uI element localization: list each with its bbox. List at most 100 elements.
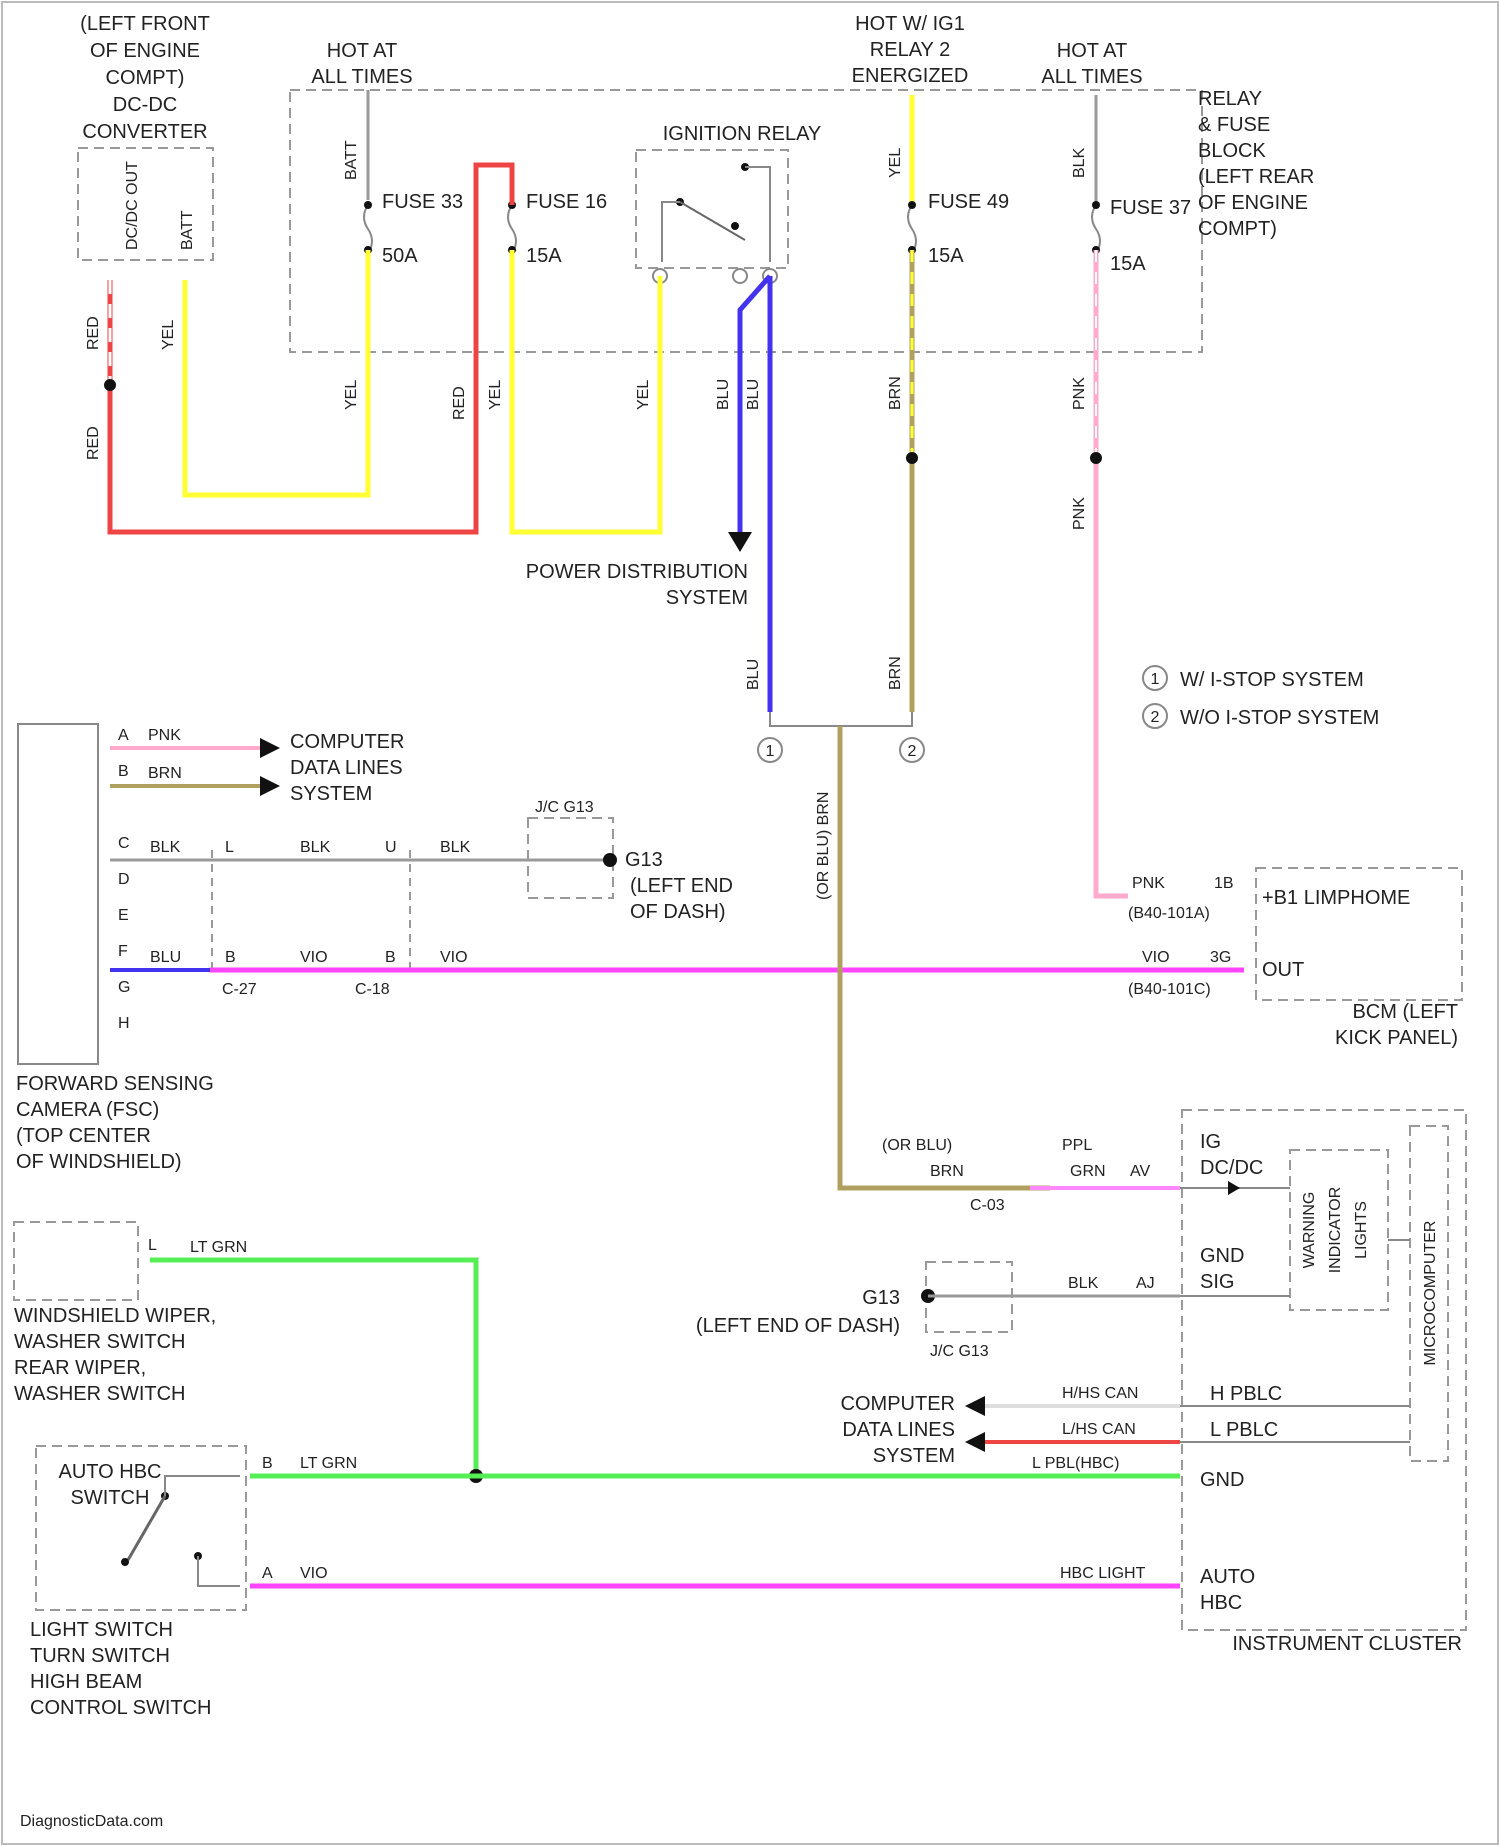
legend-num-2: 2 [1151,709,1160,726]
fuse-33-amp: 50A [382,245,418,267]
fsc-label-4: OF WINDSHIELD) [16,1151,182,1173]
hot-at-all-times-1-line2: ALL TIMES [311,66,412,88]
fuse-16-symbol [508,205,516,253]
fuse-33: FUSE 33 50A [364,191,463,267]
fsc-pin-b: B [118,763,129,780]
relay-block-label-2: & FUSE [1198,114,1270,136]
g13-ground-2: BLK AJ G13 (LEFT END OF DASH) J/C G13 [696,1262,1180,1360]
green-wire-label-3: L PBL(HBC) [1032,1455,1119,1472]
bcm-label-2: KICK PANEL) [1335,1027,1458,1049]
fsc-label-3: (TOP CENTER [16,1125,151,1147]
relay-block-label-1: RELAY [1198,88,1262,110]
wiper-label-2: WASHER SWITCH [14,1331,185,1353]
hot-at-all-times-2-line2: ALL TIMES [1041,66,1142,88]
fuse-16-amp: 15A [526,245,562,267]
hot-at-all-times-1-line1: HOT AT [327,40,397,62]
switch-contact-1 [121,1558,129,1566]
fsc-label-1: FORWARD SENSING [16,1073,214,1095]
conn-c03-label: C-03 [970,1197,1005,1214]
fsc-pin-c: C [118,835,130,852]
hot-ig1-line3: ENERGIZED [852,65,969,87]
relay-block-label-4: (LEFT REAR [1198,166,1314,188]
fsc-pin-f: F [118,943,128,960]
ic-computer-data-2: DATA LINES [842,1419,955,1441]
g13-label-3: OF DASH) [630,901,726,923]
ic-blk-label: BLK [1068,1275,1099,1292]
tan-wire-to-cluster [840,726,1050,1188]
bcm: +B1 LIMPHOME OUT BCM (LEFT KICK PANEL) [1256,868,1462,1049]
light-switch-label-2: TURN SWITCH [30,1645,170,1667]
violet-label-3: VIO [1142,949,1170,966]
fuse-49-top-node [908,201,916,209]
fsc-data-arrow-2 [260,776,280,796]
g13-ground-point-1 [603,853,617,867]
violet-label-2: VIO [440,949,468,966]
fuse-37-amp: 15A [1110,253,1146,275]
bcm-conn-101a: (B40-101A) [1128,905,1210,922]
fsc-blk-label-3: BLK [440,839,471,856]
fuse-33-symbol [364,205,372,253]
grn-label: GRN [1070,1163,1106,1180]
fsc-pin-d: D [118,871,130,888]
fsc-label-2: CAMERA (FSC) [16,1099,159,1121]
fuse49-feed-color: YEL [887,148,904,178]
light-switch-label-4: CONTROL SWITCH [30,1697,211,1719]
legend-text-2: W/O I-STOP SYSTEM [1180,707,1379,729]
fuse-33-top-node [364,201,372,209]
yellow-wire-label-4: YEL [635,380,652,410]
red-wire-label-1: RED [85,316,102,350]
microcomputer-label: MICROCOMPUTER [1422,1221,1439,1366]
g13-2-label-2: (LEFT END OF DASH) [696,1315,900,1337]
power-dist-arrow [728,532,752,552]
light-switch-label-3: HIGH BEAM [30,1671,142,1693]
tan-wire-label-1: (OR BLU) [882,1137,952,1154]
pink-wire-label-1: PNK [1071,377,1088,410]
fuse-37-top-node [1092,201,1100,209]
conn-b-pin-1: B [225,949,236,966]
bcm-label-1: BCM (LEFT [1352,1001,1458,1023]
fuse-16-name: FUSE 16 [526,191,607,213]
hcan-arrow [965,1396,985,1416]
fsc-computer-data-3: SYSTEM [290,783,372,805]
option-legend: 1 W/ I-STOP SYSTEM 2 W/O I-STOP SYSTEM [1143,666,1379,729]
instrument-cluster: IG DC/DC GND SIG H PBLC L PBLC GND AUTO … [1180,1110,1466,1655]
blue-wire-label-2: BLU [745,379,762,410]
g13-2-label-1: G13 [862,1287,900,1309]
fsc-computer-data-2: DATA LINES [290,757,403,779]
ppl-label: PPL [1062,1137,1092,1154]
auto-hbc-label-1: AUTO HBC [59,1461,162,1483]
relay-contact-node [731,222,739,230]
light-switch: AUTO HBC SWITCH LIGHT SWITCH TURN SWITCH… [30,1446,246,1719]
ic-label: INSTRUMENT CLUSTER [1232,1633,1462,1655]
hot-at-all-times-2-line1: HOT AT [1057,40,1127,62]
wiper-pin-l: L [148,1237,157,1254]
fsc-pin-h: H [118,1015,130,1032]
ic-pin-auto: AUTO [1200,1566,1255,1588]
switch-wire-b [165,1476,240,1496]
ic-pin-hbc: HBC [1200,1592,1242,1614]
relay-contact-arm [680,202,745,240]
ignition-relay: IGNITION RELAY [636,123,821,283]
ic-pin-aj: AJ [1136,1275,1155,1292]
jc-g13-label-1: J/C G13 [535,799,594,816]
fsc-computer-data-1: COMPUTER [290,731,404,753]
fsc-pin-e: E [118,907,129,924]
fuse-49-amp: 15A [928,245,964,267]
watermark: DiagnosticData.com [20,1813,163,1830]
relay-block-label-6: COMPT) [1198,218,1277,240]
blue-wire-label-3: BLU [745,659,762,690]
conn-l-pin: L [225,839,234,856]
conn-b-pin-2: B [385,949,396,966]
fsc-pin-g: G [118,979,130,996]
fsc-blk-label-1: BLK [150,839,181,856]
warning-label-3: LIGHTS [1353,1201,1370,1259]
green-wire-label-1: LT GRN [190,1239,247,1256]
fuse-33-name: FUSE 33 [382,191,463,213]
pink-wire-fuse37 [1096,250,1128,896]
green-wire-label-2: LT GRN [300,1455,357,1472]
fuse33-feed-color: BATT [343,140,360,180]
relay-input-wire [662,202,680,262]
dcdc-label-5: CONVERTER [82,121,207,143]
wiper-label-1: WINDSHIELD WIPER, [14,1305,216,1327]
